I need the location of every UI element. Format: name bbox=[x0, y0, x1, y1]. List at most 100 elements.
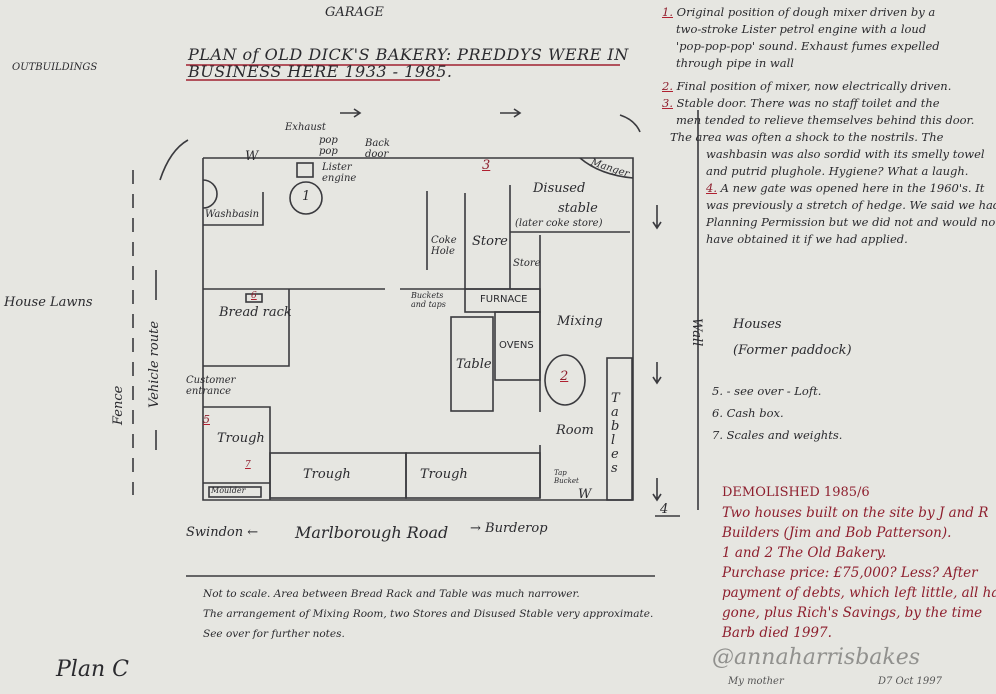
note-5: 5. - see over - Loft. bbox=[712, 384, 822, 398]
arrow-icon bbox=[652, 362, 662, 385]
garage-label: GARAGE bbox=[325, 5, 384, 20]
ovens-label: OVENS bbox=[499, 340, 534, 351]
tap-bucket-label: Tap Bucket bbox=[554, 469, 579, 485]
houses-label: Houses bbox=[733, 317, 782, 332]
note-2: 2. Final position of mixer, now electric… bbox=[662, 78, 996, 95]
former-paddock-label: (Former paddock) bbox=[733, 343, 852, 358]
road-label: Marlborough Road bbox=[295, 523, 449, 542]
demolished-line: Purchase price: £75,000? Less? After bbox=[722, 565, 978, 581]
marker-6: 6 bbox=[251, 291, 257, 301]
customer-entrance-label: Customer entrance bbox=[186, 375, 236, 397]
lister-engine-label: Lister engine bbox=[322, 162, 357, 184]
plan-label: Plan C bbox=[56, 657, 129, 682]
marker-3: 3 bbox=[482, 158, 491, 173]
w-label-bottom: W bbox=[578, 487, 592, 502]
store-label: Store bbox=[472, 234, 508, 249]
note-text: Stable door. There was no staff toilet a… bbox=[676, 96, 940, 110]
tables-box bbox=[606, 357, 633, 501]
note-4: 4. A new gate was opened here in the 196… bbox=[662, 180, 996, 197]
coke-hole-label: Coke Hole bbox=[431, 235, 457, 257]
page-title-line2: BUSINESS HERE 1933 - 1985. bbox=[188, 62, 453, 81]
moulder-box bbox=[208, 486, 262, 498]
note-3: 3. Stable door. There was no staff toile… bbox=[662, 95, 996, 112]
arrow-icon bbox=[619, 114, 641, 133]
demolished-line: payment of debts, which left little, all… bbox=[722, 585, 996, 601]
note-text: washbasin was also sordid with its smell… bbox=[706, 147, 985, 161]
note-text: The area was often a shock to the nostri… bbox=[670, 130, 944, 144]
arrow-icon bbox=[652, 205, 662, 230]
lister-engine-shape bbox=[296, 162, 314, 178]
marker-7: 7 bbox=[245, 460, 251, 470]
watermark: @annaharrisbakes bbox=[712, 645, 921, 670]
stable-label: stable bbox=[558, 201, 598, 216]
date-label: D7 Oct 1997 bbox=[878, 676, 943, 687]
mixing-label: Mixing bbox=[557, 314, 603, 329]
note-1-number: 1. bbox=[662, 5, 673, 19]
outer-wall bbox=[202, 157, 634, 501]
demolished-notes: DEMOLISHED 1985/6 Two houses built on th… bbox=[722, 483, 996, 643]
demolished-line: gone, plus Rich's Savings, by the time bbox=[722, 605, 983, 621]
arrow-icon bbox=[159, 139, 189, 181]
note-text: A new gate was opened here in the 1960's… bbox=[720, 181, 985, 195]
disused-stable-label: Disused bbox=[533, 181, 586, 196]
ovens-box bbox=[494, 311, 541, 381]
note-text: men tended to relieve themselves behind … bbox=[676, 113, 975, 127]
note-text: and putrid plughole. Hygiene? What a lau… bbox=[706, 164, 969, 178]
later-coke-store-label: (later coke store) bbox=[515, 218, 603, 229]
fence-label: Fence bbox=[111, 385, 126, 425]
note-7: 7. Scales and weights. bbox=[712, 428, 843, 442]
note-text: Final position of mixer, now electricall… bbox=[676, 79, 952, 93]
footnote-line: See over for further notes. bbox=[203, 628, 345, 640]
marker-5: 5 bbox=[203, 413, 210, 426]
moulder-label: Moulder bbox=[211, 486, 246, 495]
demolished-line: Builders (Jim and Bob Patterson). bbox=[722, 525, 952, 541]
page-title-line1: PLAN of OLD DICK'S BAKERY: PREDDYS WERE … bbox=[188, 45, 629, 64]
washbasin-outline bbox=[203, 192, 264, 226]
note-text: have obtained it if we had applied. bbox=[706, 232, 908, 246]
furnace-label: FURNACE bbox=[480, 294, 528, 305]
trough-label-3: Trough bbox=[420, 467, 468, 482]
arrow-icon bbox=[340, 108, 362, 118]
back-door-label: Back door bbox=[365, 138, 390, 160]
store-label-2: Store bbox=[513, 258, 541, 269]
bread-rack-room bbox=[203, 289, 290, 367]
trough-label-1: Trough bbox=[217, 431, 265, 446]
note-1: 1. Original position of dough mixer driv… bbox=[662, 4, 996, 21]
table-label: Table bbox=[456, 357, 492, 372]
note-text: 'pop-pop-pop' sound. Exhaust fumes expel… bbox=[676, 39, 940, 53]
exhaust-label: Exhaust bbox=[285, 122, 326, 133]
marker-circle-1 bbox=[289, 181, 323, 215]
tables-label: Tables bbox=[611, 391, 620, 476]
marker-2: 2 bbox=[560, 369, 569, 384]
note-text: Original position of dough mixer driven … bbox=[676, 5, 936, 19]
buckets-and-taps-label: Buckets and taps bbox=[411, 291, 446, 309]
washbasin-label: Washbasin bbox=[205, 209, 260, 220]
footnote-line: Not to scale. Area between Bread Rack an… bbox=[203, 588, 580, 600]
arrow-icon bbox=[500, 108, 522, 118]
house-lawns-label: House Lawns bbox=[4, 295, 93, 310]
washbasin-bowl bbox=[202, 179, 218, 209]
footnote-line: The arrangement of Mixing Room, two Stor… bbox=[203, 608, 654, 620]
my-mother-label: My mother bbox=[728, 676, 784, 687]
marker-1: 1 bbox=[302, 189, 311, 204]
note-4-number: 4. bbox=[706, 181, 717, 195]
numbered-notes: 1. Original position of dough mixer driv… bbox=[662, 4, 996, 248]
demolished-line: 1 and 2 The Old Bakery. bbox=[722, 545, 887, 561]
burderop-label: → Burderop bbox=[470, 521, 548, 536]
note-3-number: 3. bbox=[662, 96, 673, 110]
marker-circle-2 bbox=[544, 354, 586, 406]
footnote: Not to scale. Area between Bread Rack an… bbox=[203, 584, 653, 644]
bread-rack-label: Bread rack bbox=[219, 305, 292, 320]
note-text: was previously a stretch of hedge. We sa… bbox=[706, 198, 996, 212]
note-text: through pipe in wall bbox=[676, 56, 794, 70]
manger-shape bbox=[579, 157, 634, 179]
note-text: Planning Permission but we did not and w… bbox=[706, 215, 996, 229]
note-6: 6. Cash box. bbox=[712, 406, 784, 420]
arrow-icon bbox=[652, 478, 662, 502]
demolished-heading: DEMOLISHED 1985/6 bbox=[722, 485, 870, 500]
notes-5-7: 5. - see over - Loft. 6. Cash box. 7. Sc… bbox=[712, 380, 842, 446]
note-text: two-stroke Lister petrol engine with a l… bbox=[676, 22, 927, 36]
note-2-number: 2. bbox=[662, 79, 673, 93]
wall-label: Wall bbox=[689, 318, 704, 347]
